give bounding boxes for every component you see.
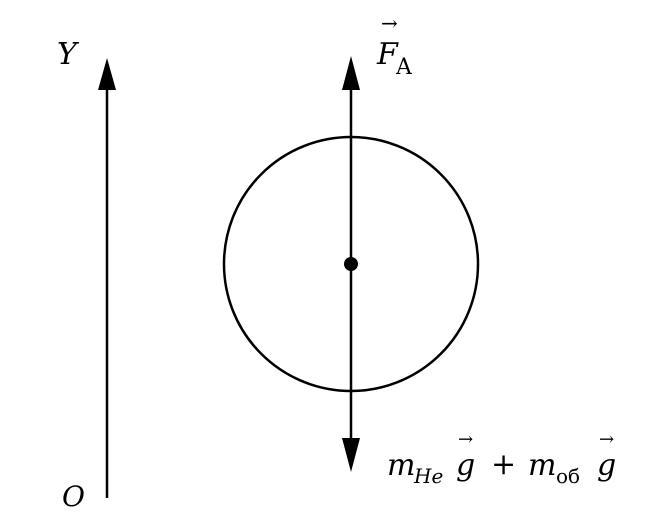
weight-term1-subscript: He <box>413 464 443 488</box>
buoyancy-arrowhead <box>342 56 360 90</box>
weight-force-label: m He → g + m об → g <box>387 429 616 488</box>
y-axis: Y O <box>57 37 116 513</box>
weight-plus-operator: + <box>491 447 516 482</box>
buoyancy-force-vector <box>342 56 360 264</box>
weight-force-vector <box>342 264 360 472</box>
weight-arrowhead <box>342 438 360 472</box>
weight-term2-subscript: об <box>556 464 580 488</box>
y-axis-label: Y <box>57 37 80 72</box>
buoyancy-force-symbol: F <box>376 37 399 72</box>
center-of-mass-dot <box>344 257 358 271</box>
buoyancy-force-subscript: A <box>395 55 413 80</box>
y-axis-arrowhead <box>98 58 116 90</box>
weight-term2-g: g <box>597 448 616 483</box>
buoyancy-vector-arrow-glyph: → <box>381 11 398 35</box>
weight-term2-g-arrow: → <box>599 429 614 450</box>
weight-term1-g-arrow: → <box>458 429 473 450</box>
weight-term2-mass: m <box>528 448 556 483</box>
weight-term1-g: g <box>456 448 475 483</box>
weight-term1-mass: m <box>387 448 415 483</box>
buoyancy-force-label: → F A <box>376 11 413 80</box>
origin-label: O <box>62 480 85 513</box>
